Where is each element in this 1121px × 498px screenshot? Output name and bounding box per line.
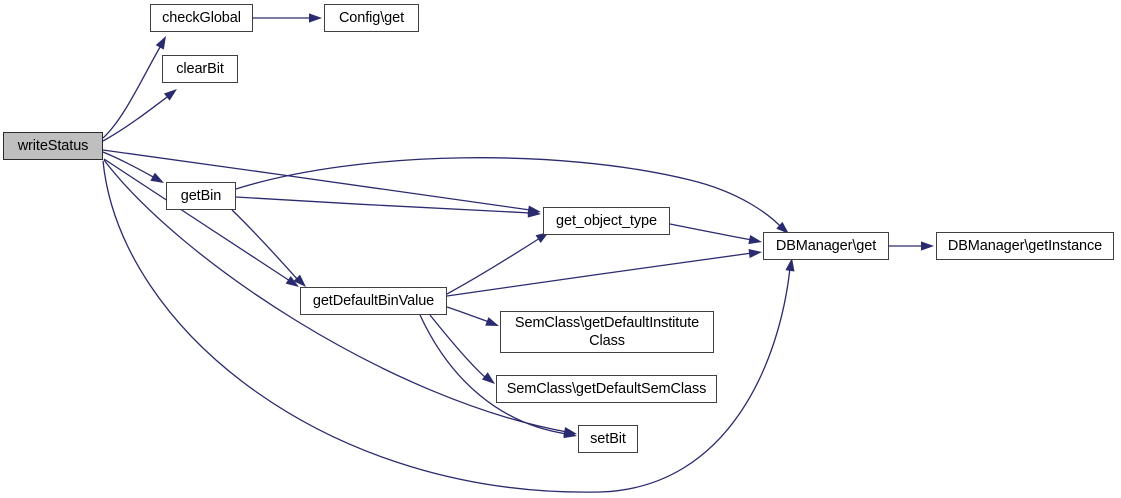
graph-node-configGet[interactable]: Config\get	[324, 4, 419, 32]
graph-node-dbManagerGet[interactable]: DBManager\get	[763, 232, 889, 260]
graph-edge-getDefaultBinValue-to-get_object_type	[446, 232, 549, 295]
graph-node-getBin[interactable]: getBin	[166, 182, 236, 210]
arrowhead	[285, 275, 299, 287]
graph-edge-getBin-to-get_object_type	[235, 196, 541, 218]
graph-node-get_object_type[interactable]: get_object_type	[543, 207, 670, 235]
graph-edge-writeStatus-to-getBin	[102, 151, 164, 183]
graph-edge-checkGlobal-to-configGet	[253, 13, 322, 23]
graph-node-dbManagerGetInstance[interactable]: DBManager\getInstance	[936, 232, 1114, 260]
graph-edge-writeStatus-to-getDefaultBinValue	[103, 158, 299, 287]
arrowhead	[921, 241, 934, 251]
graph-edge-getBin-to-getDefaultBinValue	[231, 209, 306, 287]
arrowhead	[748, 235, 762, 245]
graph-node-semClassGetDefaultInstitute[interactable]: SemClass\getDefaultInstitute Class	[500, 311, 714, 353]
arrowhead	[150, 172, 164, 183]
graph-edge-getDefaultBinValue-to-dbManagerGet	[446, 248, 762, 297]
arrowhead	[785, 258, 795, 272]
graph-edge-get_object_type-to-dbManagerGet	[669, 223, 762, 245]
arrowhead	[776, 221, 789, 234]
graph-edge-dbManagerGet-to-dbManagerGetInstance	[889, 241, 934, 251]
arrowhead	[481, 372, 495, 384]
graph-node-checkGlobal[interactable]: checkGlobal	[150, 4, 253, 32]
graph-node-setBit[interactable]: setBit	[578, 425, 638, 453]
graph-node-semClassGetDefaultSemClass[interactable]: SemClass\getDefaultSemClass	[496, 375, 717, 403]
graph-edge-writeStatus-to-dbManagerGet	[102, 160, 795, 493]
arrowhead	[748, 248, 762, 259]
graph-node-getDefaultBinValue[interactable]: getDefaultBinValue	[300, 287, 447, 315]
arrowhead	[309, 13, 322, 23]
graph-edge-getDefaultBinValue-to-setBit	[419, 314, 577, 439]
graph-node-writeStatus[interactable]: writeStatus	[3, 132, 103, 160]
graph-edge-getDefaultBinValue-to-semClassGetDefaultSemClass	[429, 314, 495, 384]
arrowhead	[163, 89, 177, 101]
graph-edge-getBin-to-dbManagerGet	[235, 157, 789, 234]
arrowhead	[485, 317, 499, 326]
arrowhead	[293, 274, 306, 287]
arrowhead	[527, 208, 541, 218]
graph-node-clearBit[interactable]: clearBit	[162, 55, 238, 83]
graph-edge-writeStatus-to-checkGlobal	[102, 36, 166, 139]
graph-edge-getDefaultBinValue-to-semClassGetDefaultInstitute	[446, 306, 499, 326]
graph-edge-writeStatus-to-clearBit	[102, 89, 177, 142]
arrowhead	[563, 429, 577, 439]
arrowhead	[155, 36, 166, 50]
